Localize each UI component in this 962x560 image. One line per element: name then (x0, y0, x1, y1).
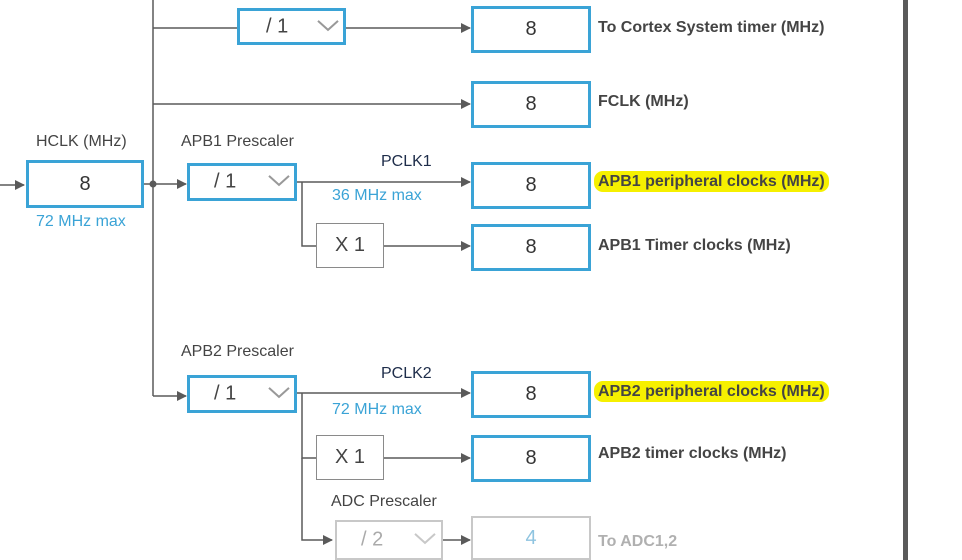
apb2-timer-output-label: APB2 timer clocks (MHz) (598, 445, 787, 462)
pclk2-label: PCLK2 (381, 365, 432, 382)
apb2-prescaler-select[interactable]: / 1 (187, 375, 297, 413)
fclk-value-field[interactable]: 8 (471, 81, 591, 128)
adc-prescaler-select[interactable]: / 2 (335, 520, 443, 560)
apb1-prescaler-value: / 1 (214, 170, 237, 193)
systick-output-label: To Cortex System timer (MHz) (598, 19, 825, 36)
panel-right-border (903, 0, 908, 560)
chevron-down-icon (268, 175, 290, 187)
adc-output-label: To ADC1,2 (598, 533, 678, 550)
apb2-timer-value-field[interactable]: 8 (471, 435, 591, 482)
apb1-timer-value-field[interactable]: 8 (471, 224, 591, 271)
apb1-peripheral-highlight: APB1 peripheral clocks (MHz) (594, 171, 829, 192)
apb1-prescaler-select[interactable]: / 1 (187, 163, 297, 201)
systick-value-field[interactable]: 8 (471, 6, 591, 53)
hclk-value-field[interactable]: 8 (26, 160, 144, 208)
adc-prescaler-label: ADC Prescaler (331, 493, 437, 510)
apb2-max-label: 72 MHz max (332, 401, 422, 418)
apb1-peripheral-output-label: APB1 peripheral clocks (MHz) (594, 171, 829, 192)
apb2-peripheral-value-field[interactable]: 8 (471, 371, 591, 418)
fclk-output-label: FCLK (MHz) (598, 93, 689, 110)
systick-prescaler-select[interactable]: / 1 (237, 8, 346, 45)
pclk1-label: PCLK1 (381, 153, 432, 170)
apb1-max-label: 36 MHz max (332, 187, 422, 204)
apb2-timer-multiplier: X 1 (316, 435, 384, 480)
adc-prescaler-value: / 2 (361, 528, 384, 551)
hclk-max-label: 72 MHz max (36, 213, 126, 230)
systick-prescaler-value: / 1 (266, 15, 289, 37)
chevron-down-icon (414, 533, 436, 545)
apb2-peripheral-highlight: APB2 peripheral clocks (MHz) (594, 381, 829, 402)
apb1-timer-multiplier: X 1 (316, 223, 384, 268)
apb1-timer-output-label: APB1 Timer clocks (MHz) (598, 237, 791, 254)
chevron-down-icon (268, 387, 290, 399)
adc-value-field[interactable]: 4 (471, 516, 591, 560)
apb2-prescaler-value: / 1 (214, 382, 237, 405)
apb2-peripheral-output-label: APB2 peripheral clocks (MHz) (594, 381, 829, 402)
chevron-down-icon (317, 19, 339, 31)
apb2-prescaler-label: APB2 Prescaler (181, 343, 294, 360)
hclk-label: HCLK (MHz) (36, 133, 127, 150)
apb1-prescaler-label: APB1 Prescaler (181, 133, 294, 150)
apb1-peripheral-value-field[interactable]: 8 (471, 162, 591, 209)
